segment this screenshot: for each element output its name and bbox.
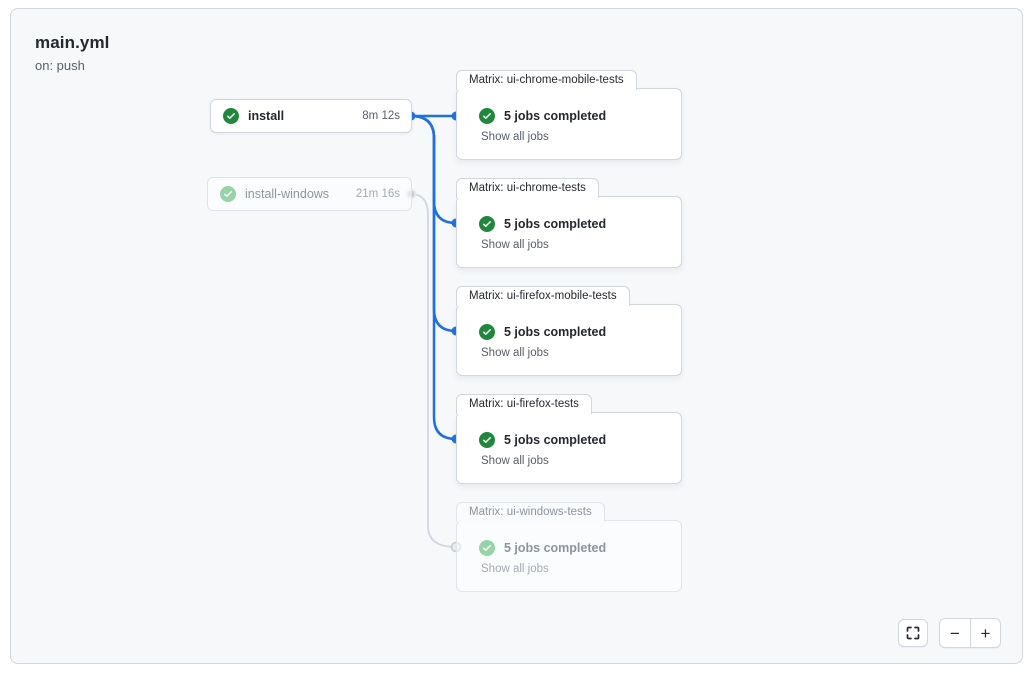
show-all-jobs-link[interactable]: Show all jobs: [481, 239, 549, 251]
job-duration: 21m 16s: [355, 188, 400, 200]
show-all-jobs-link[interactable]: Show all jobs: [481, 131, 549, 143]
check-circle-icon: [479, 432, 495, 448]
matrix-card-ui-windows-tests[interactable]: Matrix: ui-windows-tests 5 jobs complete…: [456, 502, 682, 592]
zoom-out-button[interactable]: −: [950, 623, 960, 643]
matrix-status-row: 5 jobs completed: [479, 108, 681, 124]
show-all-jobs-link[interactable]: Show all jobs: [481, 347, 549, 359]
workflow-graph-canvas[interactable]: main.yml on: push install 8m 12s install…: [10, 8, 1023, 664]
matrix-status-row: 5 jobs completed: [479, 540, 681, 556]
check-circle-icon: [479, 108, 495, 124]
job-node-install-windows[interactable]: install-windows 21m 16s: [207, 177, 412, 211]
check-circle-icon: [479, 540, 495, 556]
workflow-trigger: on: push: [35, 58, 85, 73]
matrix-tab-label: Matrix: ui-firefox-mobile-tests: [456, 286, 630, 306]
check-circle-icon: [479, 216, 495, 232]
matrix-summary: 5 jobs completed: [504, 217, 607, 231]
matrix-card-ui-firefox-tests[interactable]: Matrix: ui-firefox-tests 5 jobs complete…: [456, 394, 682, 484]
matrix-summary: 5 jobs completed: [504, 109, 607, 123]
check-circle-icon: [223, 108, 239, 124]
zoom-in-button[interactable]: +: [970, 619, 1000, 647]
matrix-summary: 5 jobs completed: [504, 433, 607, 447]
matrix-summary: 5 jobs completed: [504, 541, 607, 555]
job-name: install: [248, 109, 285, 123]
job-node-install[interactable]: install 8m 12s: [210, 99, 412, 133]
matrix-tab-label: Matrix: ui-chrome-mobile-tests: [456, 70, 637, 90]
zoom-controls: − +: [939, 618, 1001, 648]
matrix-card-ui-chrome-tests[interactable]: Matrix: ui-chrome-tests 5 jobs completed…: [456, 178, 682, 268]
show-all-jobs-link[interactable]: Show all jobs: [481, 563, 549, 575]
workflow-header: main.yml on: push: [35, 33, 110, 73]
check-circle-icon: [479, 324, 495, 340]
matrix-card-ui-firefox-mobile-tests[interactable]: Matrix: ui-firefox-mobile-tests 5 jobs c…: [456, 286, 682, 376]
check-circle-icon: [220, 186, 236, 202]
matrix-tab-label: Matrix: ui-windows-tests: [456, 502, 605, 522]
job-name: install-windows: [245, 187, 330, 201]
workflow-title: main.yml: [35, 33, 110, 52]
show-all-jobs-link[interactable]: Show all jobs: [481, 455, 549, 467]
matrix-tab-label: Matrix: ui-chrome-tests: [456, 178, 599, 198]
job-duration: 8m 12s: [362, 110, 400, 122]
matrix-status-row: 5 jobs completed: [479, 216, 681, 232]
matrix-summary: 5 jobs completed: [504, 325, 607, 339]
matrix-status-row: 5 jobs completed: [479, 324, 681, 340]
matrix-tab-label: Matrix: ui-firefox-tests: [456, 394, 592, 414]
graph-controls: − +: [898, 618, 1001, 648]
screen-full-icon: [906, 626, 920, 640]
fullscreen-button[interactable]: [898, 619, 928, 647]
matrix-status-row: 5 jobs completed: [479, 432, 681, 448]
matrix-card-ui-chrome-mobile-tests[interactable]: Matrix: ui-chrome-mobile-tests 5 jobs co…: [456, 70, 682, 160]
